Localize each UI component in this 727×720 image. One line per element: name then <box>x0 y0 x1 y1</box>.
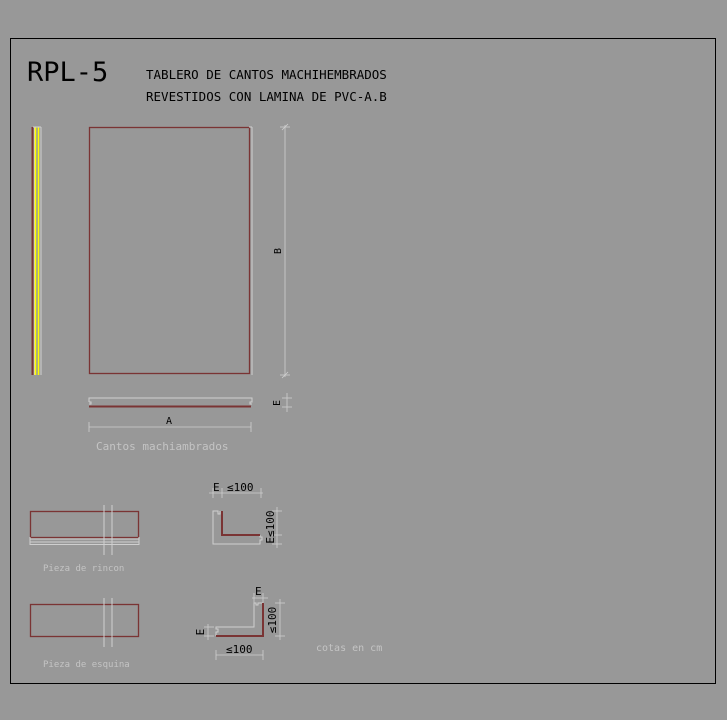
dimension-e-label: E <box>272 400 283 406</box>
panel-side-view <box>31 126 42 375</box>
inner-corner-dim-e: E <box>213 481 220 494</box>
dimension-b: B <box>273 123 290 379</box>
outer-corner-dim-bottom: ≤100 <box>226 643 253 656</box>
inner-corner-plan <box>29 505 140 555</box>
section-caption: Cantos machiambrados <box>96 440 228 453</box>
inner-corner-caption: Pieza de rincon <box>43 564 124 574</box>
outer-corner-plan <box>29 598 140 647</box>
outer-corner-dim-e-left: E <box>194 629 207 636</box>
outer-corner-dim-e-top: E <box>255 585 262 598</box>
drawing-border <box>10 38 716 684</box>
outer-corner-section <box>204 593 285 660</box>
inner-corner-dim-top: ≤100 <box>227 481 254 494</box>
outer-corner-dim-side: ≤100 <box>266 607 279 634</box>
dimension-a: A <box>88 416 252 432</box>
units-note: cotas en cm <box>316 643 382 654</box>
inner-corner-dim-side: E≤100 <box>264 510 277 543</box>
dimension-b-label: B <box>273 248 284 254</box>
title-line-2: REVESTIDOS CON LAMINA DE PVC-A.B <box>146 89 387 104</box>
inner-corner-section <box>209 488 282 548</box>
outer-corner-caption: Pieza de esquina <box>43 660 130 670</box>
drawing-code: RPL-5 <box>27 57 108 88</box>
title-line-1: TABLERO DE CANTOS MACHIHEMBRADOS <box>146 67 387 82</box>
dimension-e-section: E <box>272 393 292 412</box>
dimension-a-label: A <box>166 416 172 427</box>
panel-front-view <box>88 126 253 375</box>
panel-section <box>88 397 253 408</box>
